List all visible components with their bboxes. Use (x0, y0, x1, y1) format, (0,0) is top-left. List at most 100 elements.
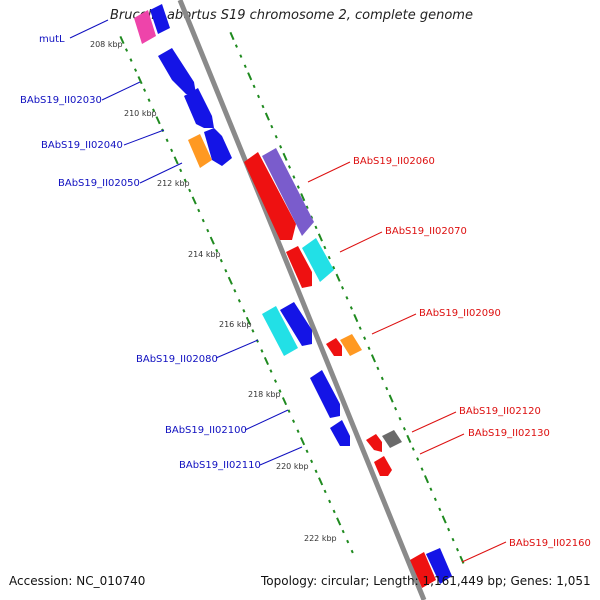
gene-arrow-babs19-ii02110[interactable] (330, 420, 350, 446)
gene-label-babs19-ii02110[interactable]: BAbS19_II02110 (179, 460, 261, 471)
tick-mark (394, 406, 398, 411)
tick-mark (247, 72, 253, 81)
gene-arrow-babs19-ii02060-purple[interactable] (262, 148, 314, 236)
tick-mark (332, 265, 336, 270)
gene-arrow-top-blue[interactable] (150, 4, 170, 34)
tick-mark (376, 366, 380, 371)
tick-mark (119, 35, 125, 45)
tick-mark (124, 48, 129, 52)
gene-label-babs19-ii02070[interactable]: BAbS19_II02070 (385, 226, 467, 237)
tick-mark (173, 156, 179, 165)
tick-mark (367, 346, 371, 351)
tick-mark (349, 306, 353, 310)
tick-mark (300, 437, 306, 446)
tick-mark (318, 477, 324, 486)
tick-mark (224, 268, 228, 273)
gene-arrow-babs19-ii02100[interactable] (310, 370, 340, 418)
tick-mark (323, 489, 327, 494)
tick-mark (346, 539, 350, 544)
label-leader-lines (69, 19, 507, 563)
tick-mark (273, 379, 278, 383)
gene-arrow-blue-right-of-02050[interactable] (204, 128, 232, 166)
tick-mark (441, 515, 447, 524)
gene-label-babs19-ii02120[interactable]: BAbS19_II02120 (459, 406, 541, 417)
tick-mark (305, 205, 309, 210)
tick-mark (215, 248, 219, 253)
tick-mark (350, 549, 354, 554)
tick-mark (388, 394, 394, 403)
tick-mark (353, 313, 359, 323)
tick-mark (251, 329, 255, 333)
gene-arrow-babs19-ii02160-blue[interactable] (426, 548, 452, 584)
tick-mark (282, 152, 288, 161)
gene-label-babs19-ii02160[interactable]: BAbS19_II02160 (509, 538, 591, 549)
tick-mark (264, 112, 270, 121)
gene-label-babs19-ii02100[interactable]: BAbS19_II02100 (165, 425, 247, 436)
gene-arrow-blue-right-of-02080[interactable] (280, 302, 312, 346)
tick-mark (234, 44, 238, 48)
gene-label-babs19-ii02130[interactable]: BAbS19_II02130 (468, 428, 550, 439)
gene-arrow-babs19-ii02090-red[interactable] (326, 338, 342, 356)
gene-label-babs19-ii02090[interactable]: BAbS19_II02090 (419, 308, 501, 319)
tick-mark (314, 225, 318, 230)
gene-label-babs19-ii02030[interactable]: BAbS19_II02030 (20, 95, 102, 106)
gene-label-babs19-ii02040[interactable]: BAbS19_II02040 (41, 140, 123, 151)
tick-mark (152, 108, 156, 112)
tick-mark (147, 98, 151, 102)
tick-mark (411, 447, 415, 451)
gene-label-babs19-ii02080[interactable]: BAbS19_II02080 (136, 354, 218, 365)
tick-mark (459, 555, 465, 564)
tick-mark (270, 124, 274, 129)
gene-arrow-babs19-ii02070-red[interactable] (286, 246, 312, 288)
tick-mark (424, 475, 430, 484)
tick-mark (243, 64, 247, 68)
tick-mark (398, 416, 402, 421)
gene-arrow-babs19-ii02080[interactable] (262, 306, 298, 356)
gene-arrow-babs19-ii02160-red[interactable] (410, 552, 436, 588)
tick-mark (155, 116, 161, 125)
tick-mark (179, 168, 183, 173)
tick-mark (165, 138, 169, 143)
tick-mark (296, 429, 300, 433)
tick-mark (170, 148, 174, 153)
tick-mark (252, 84, 256, 89)
gene-arrow-babs19-ii02070-cyan[interactable] (302, 238, 334, 282)
gene-arrow-babs19-ii02040[interactable] (184, 88, 214, 128)
tick-mark (292, 175, 296, 179)
tick-mark (447, 527, 451, 532)
tick-mark (358, 326, 362, 330)
gene-label-mutl[interactable]: mutL (39, 34, 65, 45)
gene-arrow-babs19-ii02060-red[interactable] (244, 152, 296, 240)
tick-mark (219, 258, 223, 263)
tick-mark (345, 296, 349, 300)
gene-arrow-mutl[interactable] (134, 10, 156, 44)
kbp-label-220: 220 kbp (276, 462, 309, 471)
gene-arrow-babs19-ii02050[interactable] (188, 134, 212, 168)
tick-mark (229, 31, 235, 41)
gene-arrow-babs19-ii02120-red[interactable] (366, 434, 382, 452)
gene-arrow-babs19-ii02120-gray[interactable] (382, 430, 402, 448)
gene-arrow-babs19-ii02130[interactable] (374, 456, 392, 476)
tick-mark (300, 193, 306, 202)
kbp-label-212: 212 kbp (157, 179, 190, 188)
tick-mark (451, 537, 455, 542)
gene-features (134, 4, 452, 588)
tick-mark (363, 336, 367, 340)
tick-mark (433, 497, 437, 502)
kbp-label-214: 214 kbp (188, 250, 221, 259)
tick-mark (206, 228, 210, 233)
kbp-label-218: 218 kbp (248, 390, 281, 399)
gene-label-babs19-ii02050[interactable]: BAbS19_II02050 (58, 178, 140, 189)
tick-mark (310, 459, 314, 464)
tick-mark (385, 386, 389, 391)
tick-mark (143, 88, 147, 92)
tick-mark (332, 509, 336, 514)
tick-mark (296, 185, 300, 189)
tick-mark (129, 58, 133, 62)
gene-arrow-babs19-ii02030[interactable] (158, 48, 196, 94)
kbp-axis-labels: 208 kbp 210 kbp 212 kbp 214 kbp 216 kbp … (90, 40, 337, 543)
tick-mark (201, 218, 205, 223)
gene-arrow-babs19-ii02090-orange[interactable] (340, 334, 362, 356)
tick-mark (209, 236, 215, 245)
gene-label-babs19-ii02060[interactable]: BAbS19_II02060 (353, 156, 435, 167)
